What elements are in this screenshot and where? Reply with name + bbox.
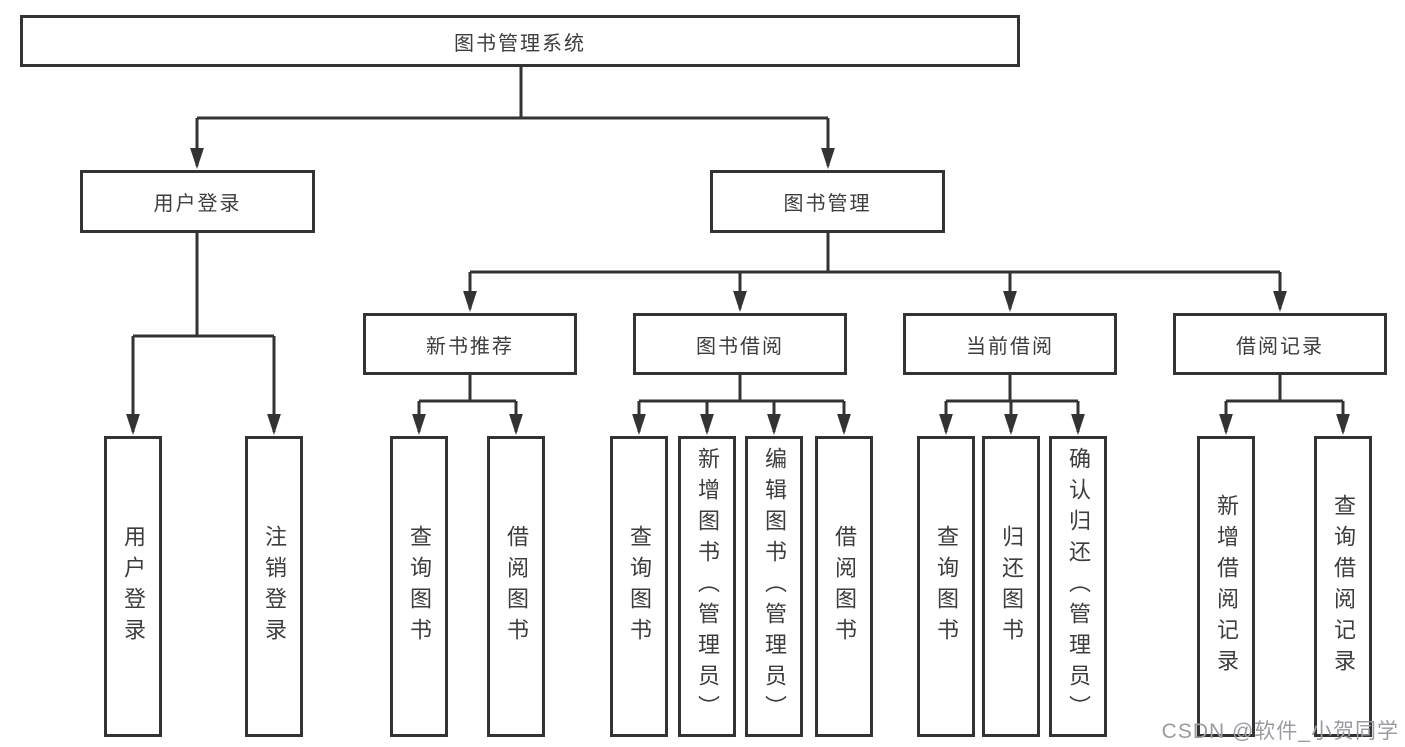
leaf-borrow-books: 借阅图书 <box>815 436 873 737</box>
node-label: 用户登录 <box>121 524 146 649</box>
leaf-borrow-books-recommend: 借阅图书 <box>487 436 545 737</box>
leaf-logout: 注销登录 <box>245 436 303 737</box>
node-label: 图书借阅 <box>696 335 784 358</box>
leaf-add-borrow-record: 新增借阅记录 <box>1197 436 1255 737</box>
leaf-return-books: 归还图书 <box>982 436 1040 737</box>
leaf-user-login: 用户登录 <box>104 436 162 737</box>
leaf-query-books-current: 查询图书 <box>917 436 975 737</box>
node-library-system-root: 图书管理系统 <box>20 15 1020 67</box>
node-book-management-branch: 图书管理 <box>710 170 945 233</box>
node-label: 归还图书 <box>999 524 1024 649</box>
leaf-confirm-return-admin: 确认归还（管理员） <box>1049 436 1107 737</box>
node-user-login-branch: 用户登录 <box>80 170 315 233</box>
node-borrow-records: 借阅记录 <box>1173 313 1387 375</box>
node-label: 新增图书（管理员） <box>695 447 720 726</box>
node-label: 借阅图书 <box>504 524 529 649</box>
node-label: 新增借阅记录 <box>1214 493 1239 680</box>
node-label: 图书管理系统 <box>454 32 586 55</box>
node-label: 用户登录 <box>153 193 242 215</box>
node-book-borrowing: 图书借阅 <box>633 313 847 375</box>
node-label: 编辑图书（管理员） <box>762 447 787 726</box>
node-new-book-recommend: 新书推荐 <box>363 313 577 375</box>
node-label: 新书推荐 <box>426 335 514 358</box>
leaf-query-books-borrowing: 查询图书 <box>610 436 668 737</box>
leaf-edit-books-admin: 编辑图书（管理员） <box>745 436 803 737</box>
node-label: 确认归还（管理员） <box>1066 447 1091 726</box>
leaf-query-books-recommend: 查询图书 <box>390 436 448 737</box>
node-label: 图书管理 <box>783 193 872 215</box>
leaf-add-books-admin: 新增图书（管理员） <box>678 436 736 737</box>
node-label: 借阅记录 <box>1236 335 1324 358</box>
node-label: 注销登录 <box>262 524 287 649</box>
node-label: 查询图书 <box>407 524 432 649</box>
node-label: 借阅图书 <box>832 524 857 649</box>
node-label: 查询借阅记录 <box>1331 493 1356 680</box>
leaf-query-borrow-record: 查询借阅记录 <box>1314 436 1372 737</box>
node-label: 当前借阅 <box>966 335 1054 358</box>
node-label: 查询图书 <box>934 524 959 649</box>
csdn-watermark: CSDN @软件_小贺同学 <box>1161 720 1399 743</box>
node-label: 查询图书 <box>627 524 652 649</box>
node-current-borrowing: 当前借阅 <box>903 313 1117 375</box>
